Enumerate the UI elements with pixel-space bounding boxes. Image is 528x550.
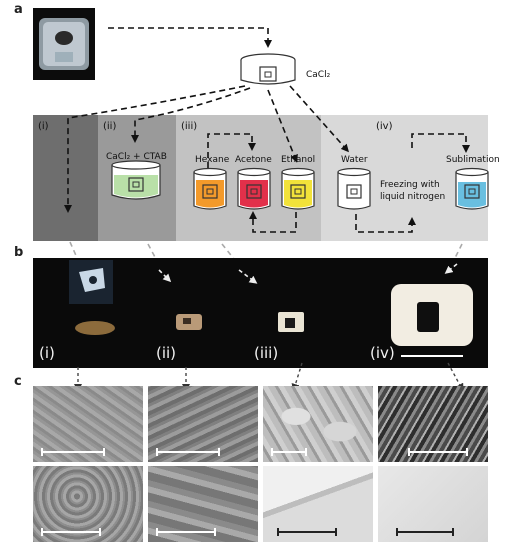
route-i-band: [33, 115, 98, 241]
route-iv-label: (iv): [376, 121, 393, 132]
sem-image-iv-low-mag: [378, 386, 488, 462]
arrow-photo-to-dish: [108, 27, 272, 48]
scale-bar: [41, 448, 105, 456]
freezing-label-line1: Freezing with: [380, 180, 440, 190]
scale-bar: [396, 528, 454, 536]
arrow-hexane-to-acetone: [207, 133, 256, 168]
arrow-to-route-ii: [131, 87, 251, 143]
hexane-label: Hexane: [195, 155, 230, 165]
sem-image-ii-high-mag: [148, 466, 258, 542]
water-label: Water: [341, 155, 368, 165]
sem-image-iii-low-mag: [263, 386, 373, 462]
sem-image-ii-low-mag: [148, 386, 258, 462]
arrow-freezing-to-sublimation: [411, 133, 470, 153]
sem-image-iv-high-mag: [378, 466, 488, 542]
sublimation-beaker: [455, 167, 489, 210]
arrow-b-c-iv: [447, 362, 464, 392]
route-ii-label: (ii): [103, 121, 117, 132]
scale-bar: [41, 528, 101, 536]
scale-bar: [277, 528, 337, 536]
ethanol-label: Ethanol: [281, 155, 316, 165]
cacl2-dish: [240, 53, 296, 85]
sem-image-i-high-mag: [33, 466, 143, 542]
scale-bar: [271, 448, 307, 456]
arrow-water-to-freezing: [355, 214, 416, 233]
photo-label-iii: (iii): [254, 344, 279, 362]
arrow-a-b-i: [69, 241, 79, 261]
acetone-label: Acetone: [235, 155, 272, 165]
sem-image-i-low-mag: [33, 386, 143, 462]
acetone-beaker: [237, 167, 271, 210]
route-i-label: (i): [38, 121, 49, 132]
arrow-ethanol-to-acetone: [249, 211, 297, 233]
freezing-label-line2: liquid nitrogen: [380, 192, 446, 202]
hexane-beaker: [193, 167, 227, 210]
arrow-to-route-iv: [289, 85, 349, 153]
panel-label-b: b: [14, 245, 24, 260]
ctab-beaker: [111, 160, 161, 200]
cacl2-ctab-label: CaCl₂ + CTAB: [106, 152, 167, 162]
hydrogel-photo: [33, 8, 95, 80]
arrow-to-route-i: [64, 85, 246, 213]
ethanol-beaker: [281, 167, 315, 210]
arrow-to-route-iii: [267, 89, 298, 163]
water-beaker: [337, 167, 371, 210]
arrow-b-c-iii: [291, 362, 303, 392]
cacl2-label: CaCl₂: [306, 70, 331, 80]
photo-label-ii: (ii): [156, 344, 177, 362]
scale-bar: [156, 448, 220, 456]
scale-bar: [156, 528, 216, 536]
panel-label-c: c: [14, 374, 22, 389]
photo-strip-b: [33, 258, 488, 368]
sample-photos: [69, 260, 473, 357]
scale-bar: [408, 448, 468, 456]
hydrogel-cube-image: [39, 18, 89, 70]
panel-label-a: a: [14, 2, 23, 17]
sem-image-iii-high-mag: [263, 466, 373, 542]
route-iii-label: (iii): [181, 121, 198, 132]
photo-label-i: (i): [39, 344, 55, 362]
sublimation-label: Sublimation: [446, 155, 500, 165]
fabrication-diagram: [64, 27, 489, 233]
arrows-b-to-c: [74, 362, 464, 392]
photo-label-iv: (iv): [370, 344, 395, 362]
